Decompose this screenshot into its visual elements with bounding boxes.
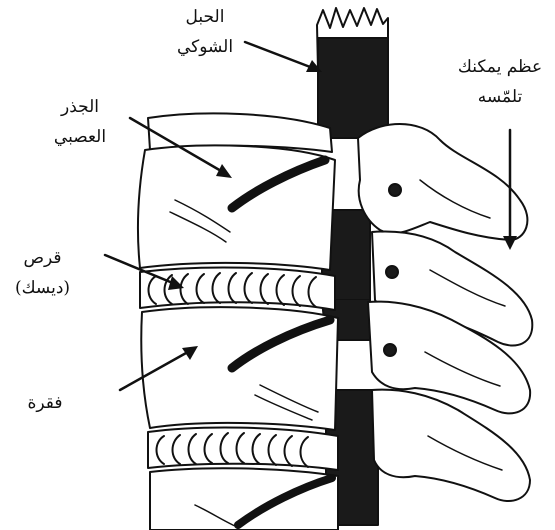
- label-bone: عظم يمكنك تلمّسه: [445, 52, 555, 112]
- label-disc: قرص (ديسك): [0, 243, 85, 303]
- label-nerve-root-line1: الجذر: [30, 92, 130, 122]
- label-bone-line2: تلمّسه: [445, 82, 555, 112]
- label-spinal-cord-line2: الشوكي: [150, 32, 260, 62]
- label-bone-line1: عظم يمكنك: [445, 52, 555, 82]
- label-spinal-cord-line1: الحبل: [150, 2, 260, 32]
- vertebra-upper: [138, 113, 335, 270]
- label-vertebra-line1: فقرة: [10, 388, 80, 418]
- disc-lower: [148, 427, 338, 470]
- label-vertebra: فقرة: [10, 388, 80, 418]
- label-disc-line1: قرص: [0, 243, 85, 273]
- label-disc-line2: (ديسك): [0, 273, 85, 303]
- spinous-processes: [358, 124, 532, 501]
- label-nerve-root-line2: العصبي: [30, 122, 130, 152]
- label-nerve-root: الجذر العصبي: [30, 92, 130, 152]
- label-spinal-cord: الحبل الشوكي: [150, 2, 260, 62]
